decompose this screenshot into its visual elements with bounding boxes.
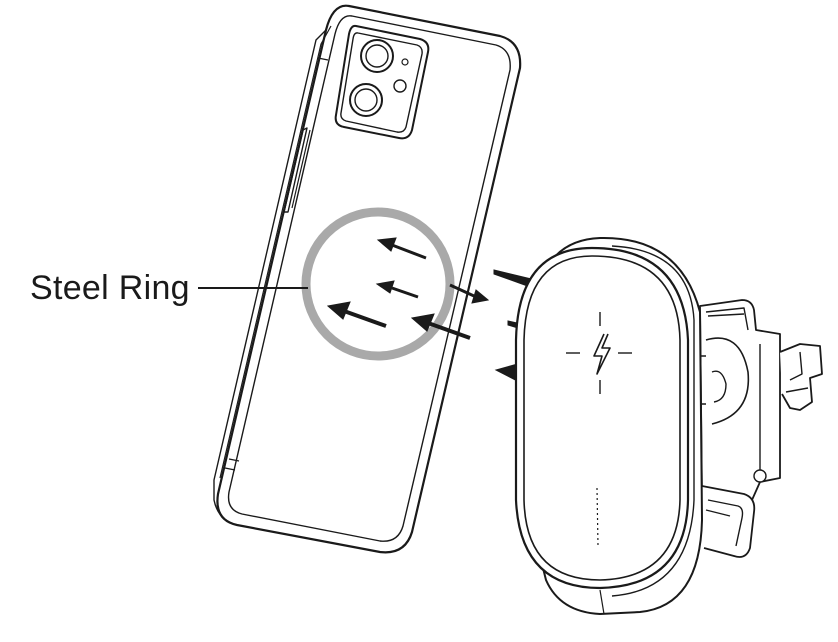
charging-target-marks — [566, 312, 632, 394]
camera-lens-bottom — [349, 83, 383, 117]
camera-module — [334, 24, 430, 140]
charger-face-inner — [523, 255, 681, 581]
lightning-bolt-icon — [593, 333, 611, 375]
wireless-charger — [514, 236, 703, 615]
phone-inner-edge — [227, 15, 511, 542]
arrow — [375, 280, 419, 299]
camera-mic — [401, 58, 409, 66]
camera-lens-top — [360, 39, 394, 73]
steel-ring-label: Steel Ring — [30, 269, 190, 307]
arrow — [410, 313, 471, 340]
arrow — [376, 237, 427, 260]
phone-side-button — [283, 127, 308, 213]
phone-body-outline — [216, 4, 522, 554]
vent-clip-mount — [699, 299, 823, 558]
arrow — [326, 301, 387, 328]
phone-side-frame — [213, 29, 327, 526]
arrow — [449, 283, 490, 304]
steel-ring — [301, 207, 455, 361]
phone — [213, 4, 522, 554]
camera-flash — [393, 79, 407, 93]
